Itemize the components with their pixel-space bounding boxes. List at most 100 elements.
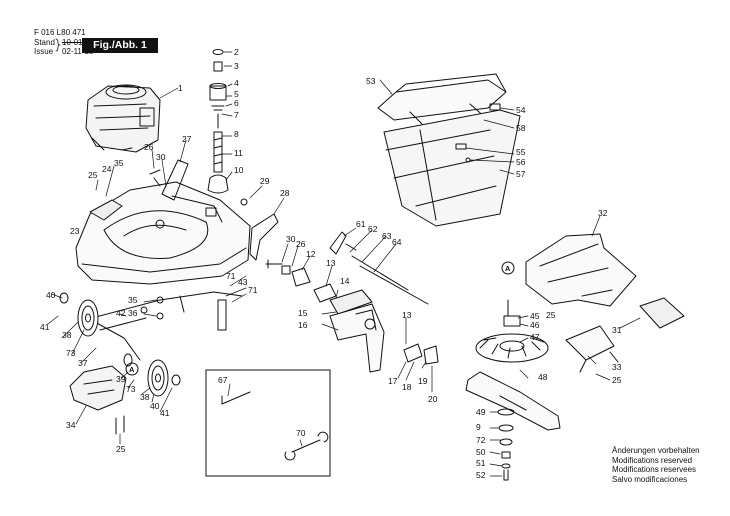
engine-drawing: [85, 84, 161, 153]
callout-27: 27: [182, 134, 192, 144]
rear-flap-drawing: [69, 365, 127, 411]
callout-38: 38: [62, 330, 72, 340]
callout-71b: 71: [248, 285, 258, 295]
callout-15: 15: [298, 308, 308, 318]
callout-63: 63: [382, 231, 392, 241]
callout-1: 1: [178, 83, 183, 93]
callout-A-right: A: [505, 264, 511, 273]
callout-A-left: A: [129, 365, 135, 374]
callout-35b: 35: [128, 295, 138, 305]
callout-55: 55: [516, 147, 526, 157]
callout-8: 8: [234, 129, 239, 139]
callout-25c: 25: [546, 310, 556, 320]
bracket-drawing: [161, 159, 189, 201]
callout-13b: 13: [402, 310, 412, 320]
callout-28: 28: [280, 188, 290, 198]
callout-40b: 40: [150, 401, 160, 411]
callout-58: 58: [516, 123, 526, 133]
blade-washers-drawing: [497, 408, 515, 481]
rod-64-drawing: [359, 265, 429, 305]
front-axle-drawing: [83, 291, 243, 361]
callout-56: 56: [516, 157, 526, 167]
callout-45: 45: [530, 311, 540, 321]
mower-blade-drawing: [465, 371, 561, 431]
callout-30b: 30: [286, 234, 296, 244]
callout-51: 51: [476, 458, 486, 468]
callout-20: 20: [428, 394, 438, 404]
callout-42: 42: [116, 308, 126, 318]
callout-29: 29: [260, 176, 270, 186]
callout-32: 32: [598, 208, 608, 218]
callout-25: 25: [88, 170, 98, 180]
side-flap-31-drawing: [639, 297, 685, 329]
callout-52: 52: [476, 470, 486, 480]
note-en: Modifications reserved: [612, 455, 693, 465]
callout-62: 62: [368, 224, 378, 234]
callout-4: 4: [234, 78, 239, 88]
brace-28-drawing: [249, 213, 279, 261]
stand-value: 10-01: [62, 38, 83, 47]
callout-71: 71: [226, 271, 236, 281]
callout-7: 7: [234, 110, 239, 120]
callout-35: 35: [114, 158, 124, 168]
callout-72: 72: [476, 435, 486, 445]
callout-5: 5: [234, 89, 239, 99]
callout-numbers: 1 2 3 4 5 6 7 8 11 10 27 26 30 35 24 25 …: [40, 47, 622, 480]
callout-12: 12: [306, 249, 316, 259]
rear-axle-bracket-drawing: [313, 283, 439, 373]
latch-61-drawing: [329, 231, 347, 255]
callout-30: 30: [156, 152, 166, 162]
wrench-drawing: [284, 431, 329, 461]
callout-73b: 73: [126, 384, 136, 394]
callout-40: 40: [46, 290, 56, 300]
callout-39: 39: [116, 374, 126, 384]
callout-48: 48: [538, 372, 548, 382]
note-fr: Modifications reservees: [612, 465, 697, 474]
callout-16: 16: [298, 320, 308, 330]
callout-46: 46: [530, 320, 540, 330]
callout-26: 26: [144, 142, 154, 152]
discharge-chute-drawing: [525, 233, 637, 307]
callout-37: 37: [78, 358, 88, 368]
callout-38b: 38: [140, 392, 150, 402]
issue-brace: [55, 38, 61, 52]
note-es: Salvo modificaciones: [612, 474, 688, 484]
callout-2: 2: [234, 47, 239, 57]
issue-value: 02-11-15: [62, 47, 94, 56]
callout-6: 6: [234, 98, 239, 108]
cam-12-drawing: [291, 267, 311, 287]
callout-57: 57: [516, 169, 526, 179]
callout-31: 31: [612, 325, 622, 335]
callout-11: 11: [234, 148, 243, 158]
callout-61: 61: [356, 219, 366, 229]
modification-notes: Änderungen vorbehalten Modifications res…: [612, 446, 700, 484]
callout-19: 19: [418, 376, 428, 386]
mower-deck-drawing: [75, 181, 251, 285]
callout-17: 17: [388, 376, 398, 386]
rod-63-drawing: [351, 255, 409, 291]
hex-key-drawing: [221, 391, 251, 405]
callout-3: 3: [234, 61, 239, 71]
tool-inset-box: [205, 369, 331, 477]
callout-54: 54: [516, 105, 526, 115]
note-de: Änderungen vorbehalten: [612, 446, 700, 455]
callout-53: 53: [366, 76, 376, 86]
blade-fan-drawing: [475, 299, 549, 363]
callout-9: 9: [476, 422, 481, 432]
callout-34: 34: [66, 420, 76, 430]
callout-73: 73: [66, 348, 76, 358]
callout-10: 10: [234, 165, 244, 175]
callout-67: 67: [218, 375, 228, 385]
front-wheel-drawing: [59, 292, 99, 337]
rear-wheel-drawing: [123, 353, 181, 397]
height-adjust-column-drawing: [207, 49, 248, 206]
callout-25d: 25: [612, 375, 622, 385]
callout-41b: 41: [160, 408, 170, 418]
issue-label: Issue: [34, 47, 54, 56]
callout-49: 49: [476, 407, 486, 417]
callout-64: 64: [392, 237, 402, 247]
stand-label: Stand: [34, 38, 55, 47]
callout-23: 23: [70, 226, 80, 236]
